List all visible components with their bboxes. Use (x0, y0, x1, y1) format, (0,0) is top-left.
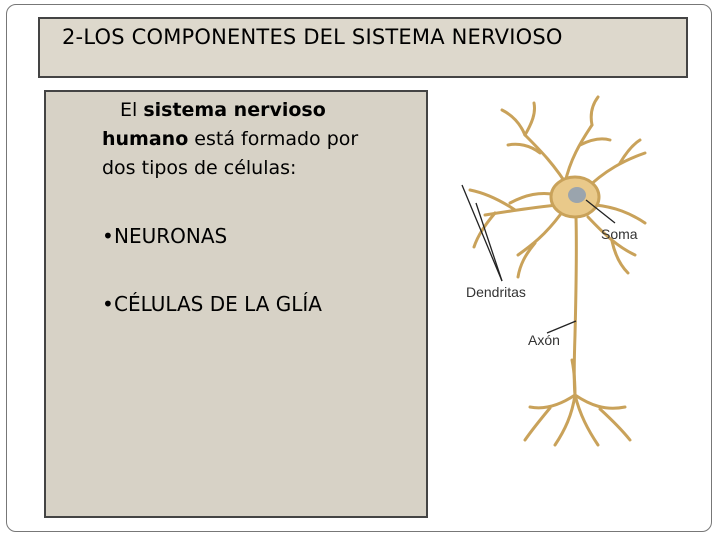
intro-line3: dos tipos de células: (102, 154, 422, 183)
label-dendritas: Dendritas (466, 284, 526, 300)
slide-title: 2-LOS COMPONENTES DEL SISTEMA NERVIOSO (62, 25, 563, 49)
neuron-illustration (470, 97, 645, 445)
intro-bold-humano: humano (102, 128, 188, 150)
nucleus (568, 187, 586, 203)
bullet-label: NEURONAS (114, 224, 227, 248)
bullet-dot: • (102, 292, 114, 316)
title-box: 2-LOS COMPONENTES DEL SISTEMA NERVIOSO (38, 17, 688, 78)
neuron-diagram: Soma Dendritas Axón (440, 95, 705, 465)
bullet-label: CÉLULAS DE LA GLÍA (114, 292, 322, 316)
intro-bold-term: sistema nervioso (143, 99, 325, 121)
intro-prefix: El (120, 99, 143, 121)
label-soma: Soma (601, 226, 638, 242)
intro-paragraph: El sistema nervioso humano está formado … (102, 96, 422, 183)
bullet-dot: • (102, 224, 114, 248)
content-box: El sistema nervioso humano está formado … (44, 90, 428, 518)
label-axon: Axón (528, 332, 560, 348)
bullet-glia: •CÉLULAS DE LA GLÍA (102, 292, 322, 316)
intro-suffix: está formado por (188, 128, 358, 150)
bullet-neuronas: •NEURONAS (102, 224, 227, 248)
